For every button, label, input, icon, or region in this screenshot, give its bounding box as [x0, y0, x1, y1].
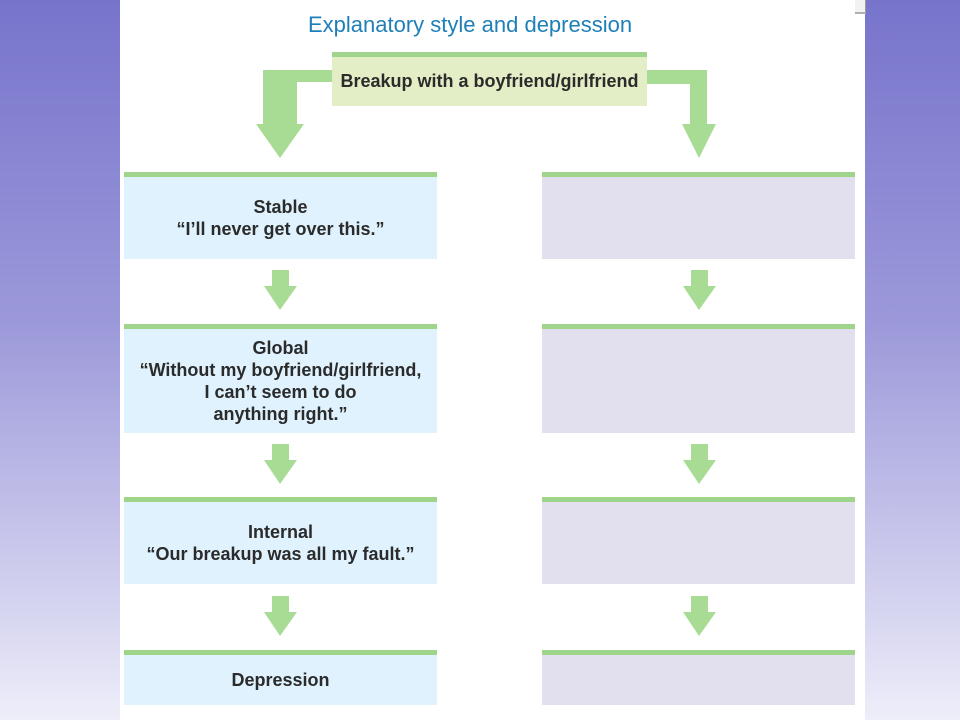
left-elbow-shaft [263, 70, 297, 130]
internal-heading: Internal [247, 522, 313, 542]
depression-heading: Depression [231, 670, 330, 690]
global-box: Global “Without my boyfriend/girlfriend,… [124, 324, 437, 433]
internal-quote: “Our breakup was all my fault.” [146, 544, 415, 564]
right-box-3 [542, 497, 855, 584]
scrollbar-corner [855, 0, 866, 14]
stable-box: Stable “I’ll never get over this.” [124, 172, 437, 259]
diagram-title: Explanatory style and depression [308, 12, 633, 37]
stable-quote: “I’ll never get over this.” [176, 219, 385, 239]
right-down-arrow-3 [683, 596, 716, 636]
trigger-label: Breakup with a boyfriend/girlfriend [340, 71, 639, 91]
right-box-4 [542, 650, 855, 705]
left-down-arrow-2 [264, 444, 297, 484]
global-heading: Global [252, 338, 309, 358]
left-elbow-tip [256, 124, 304, 158]
right-down-arrow-1 [683, 270, 716, 310]
global-quote-line-3: anything right.” [213, 404, 348, 424]
right-box-2 [542, 324, 855, 433]
right-box-1 [542, 172, 855, 259]
global-quote-line-1: “Without my boyfriend/girlfriend, [139, 360, 422, 380]
left-down-arrow-1 [264, 270, 297, 310]
left-down-arrow-3 [264, 596, 297, 636]
right-elbow-shaft [690, 70, 707, 130]
right-down-arrow-2 [683, 444, 716, 484]
internal-box: Internal “Our breakup was all my fault.” [124, 497, 437, 584]
stable-heading: Stable [253, 197, 308, 217]
depression-box: Depression [124, 650, 437, 705]
trigger-box: Breakup with a boyfriend/girlfriend [332, 52, 647, 106]
global-quote-line-2: I can’t seem to do [204, 382, 357, 402]
right-elbow-tip [682, 124, 716, 158]
